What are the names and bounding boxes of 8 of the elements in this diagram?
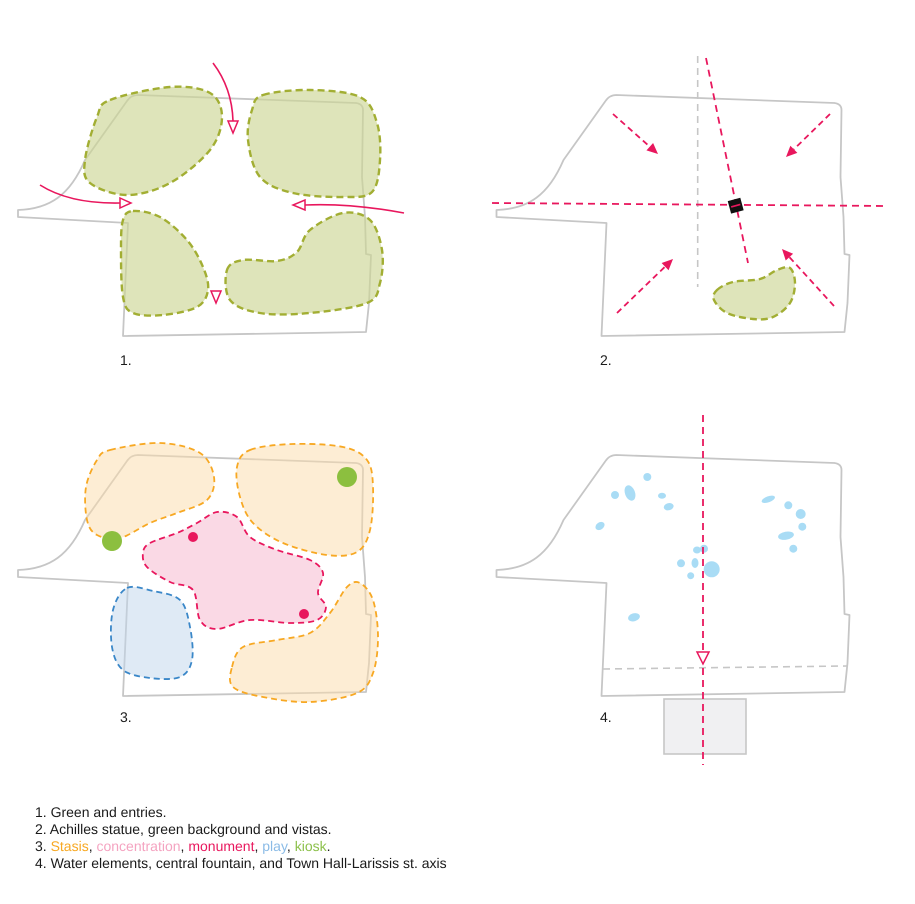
panel-number: 1. <box>120 352 132 368</box>
caption-line: 3. Stasis, concentration, monument, play, kiosk. <box>35 838 330 855</box>
caption-line: 4. Water elements, central fountain, and Town Hall-Larissis st. axis <box>35 855 447 872</box>
panel-number: 2. <box>600 352 612 368</box>
caption-line: 1. Green and entries. <box>35 804 167 821</box>
panel-number: 4. <box>600 709 612 725</box>
caption-line: 2. Achilles statue, green background and vistas. <box>35 821 332 838</box>
panel-number: 3. <box>120 709 132 725</box>
